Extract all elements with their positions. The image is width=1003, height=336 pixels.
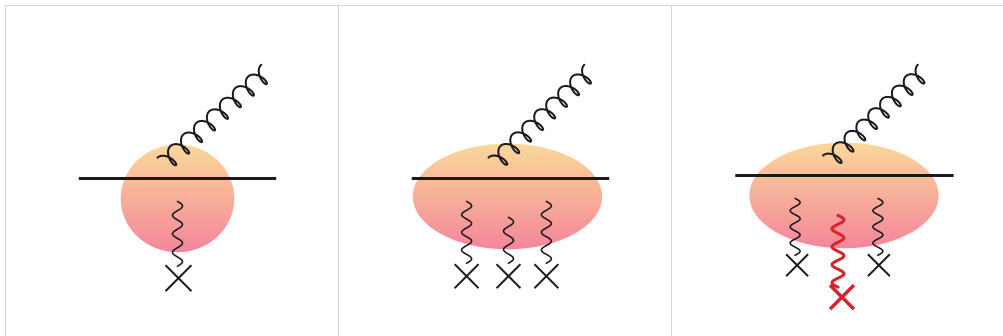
triple-exchange-photon-line-1: [460, 200, 473, 265]
single-exchange-gluon-line: [156, 63, 268, 167]
triple-exchange-photon-line-2: [502, 216, 515, 265]
highlighted-exchange-highlighted-insertion-cross: [828, 283, 856, 311]
panel-single-exchange-svg: [78, 63, 277, 292]
triple-exchange-photon-line-3: [540, 200, 553, 265]
single-exchange-photon-line-1: [171, 200, 184, 268]
single-exchange-insertion-cross-1: [164, 264, 193, 292]
triple-exchange-insertion-cross-1: [453, 263, 480, 289]
panel-triple-exchange: [339, 6, 672, 336]
panel-highlighted-exchange: [672, 6, 1003, 336]
triple-exchange-gluon-line: [487, 63, 592, 166]
highlighted-exchange-gluon-line: [822, 63, 926, 165]
panel-triple-exchange-svg: [411, 63, 610, 289]
diagram-panels: [5, 5, 1003, 336]
panel-single-exchange: [6, 6, 339, 336]
triple-exchange-blob: [412, 143, 603, 250]
highlighted-exchange-insertion-cross-1: [785, 253, 809, 277]
highlighted-exchange-photon-line-2: [872, 197, 884, 257]
triple-exchange-insertion-cross-2: [495, 263, 522, 289]
triple-exchange-insertion-cross-3: [533, 263, 560, 289]
highlighted-exchange-photon-line-1: [789, 197, 801, 257]
single-exchange-blob: [120, 144, 235, 253]
highlighted-exchange-blob: [749, 142, 939, 249]
highlighted-exchange-highlighted-photon-line: [830, 213, 846, 289]
panel-highlighted-exchange-svg: [735, 63, 954, 311]
highlighted-exchange-insertion-cross-2: [867, 253, 891, 277]
